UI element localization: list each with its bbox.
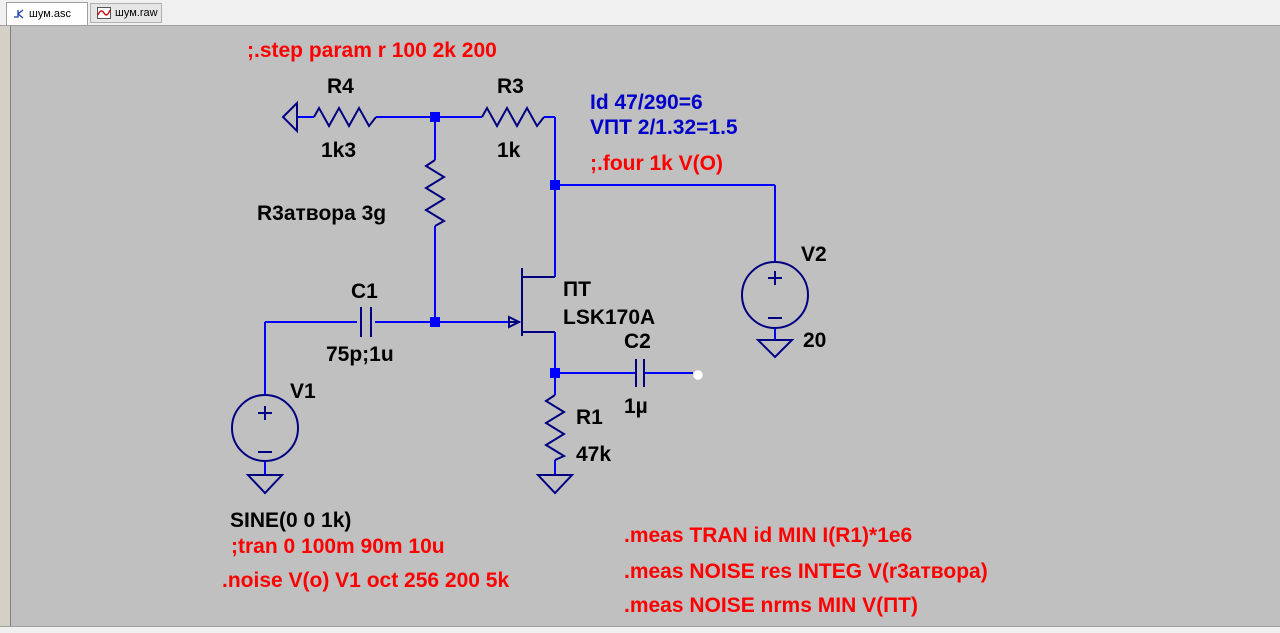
output-node[interactable] (693, 370, 703, 380)
four-directive[interactable]: ;.four 1k V(O) (590, 152, 723, 175)
ground-icon (755, 339, 795, 359)
schematic-canvas[interactable] (10, 26, 1280, 626)
wires (264, 116, 776, 475)
c1-name: C1 (351, 280, 378, 303)
meas-nrms-directive[interactable]: .meas NOISE nrms MIN V(ПТ) (624, 594, 918, 617)
c2-value: 1µ (624, 395, 648, 418)
info-vpt-comment[interactable]: VПТ 2/1.32=1.5 (590, 116, 738, 139)
status-strip (0, 626, 1280, 633)
waveform-icon (97, 7, 111, 19)
v2-name: V2 (801, 243, 827, 266)
r1-value: 47k (576, 443, 611, 466)
tran-directive[interactable]: ;tran 0 100m 90m 10u (231, 535, 445, 558)
tab-schematic[interactable]: шум.asc (6, 2, 88, 25)
junctions (430, 112, 560, 378)
capacitor-c2[interactable] (635, 359, 645, 387)
r4-value: 1k3 (321, 139, 356, 162)
rgate-label: R3атвора 3g (257, 202, 386, 225)
c1-value: 75p;1u (326, 343, 394, 366)
jfet-model: LSK170A (563, 306, 655, 329)
capacitor-c1[interactable] (360, 307, 372, 337)
meas-res-directive[interactable]: .meas NOISE res INTEG V(r3атвора) (624, 560, 988, 583)
jfet-name: ПТ (563, 278, 591, 301)
ground-icon (245, 474, 285, 495)
step-directive[interactable]: ;.step param r 100 2k 200 (247, 39, 497, 62)
v1-name: V1 (290, 380, 316, 403)
schematic-icon (14, 9, 24, 19)
voltage-source-v2[interactable] (741, 261, 809, 329)
r3-name: R3 (497, 75, 524, 98)
v2-value: 20 (803, 329, 826, 352)
resistor-rgate[interactable] (424, 159, 446, 227)
tab-waveform[interactable]: шум.raw (90, 3, 162, 23)
noise-directive[interactable]: .noise V(o) V1 oct 256 200 5k (222, 569, 509, 592)
voltage-source-v1[interactable] (231, 394, 299, 462)
r4-name: R4 (327, 75, 354, 98)
ground-icon (281, 100, 298, 134)
info-id-comment[interactable]: Id 47/290=6 (590, 91, 703, 114)
resistor-r1[interactable] (544, 394, 567, 461)
ground-icon (535, 474, 575, 495)
resistor-r3[interactable] (481, 105, 545, 129)
meas-id-directive[interactable]: .meas TRAN id MIN I(R1)*1e6 (624, 524, 912, 547)
resistor-r4[interactable] (313, 105, 377, 129)
jfet-transistor[interactable] (508, 268, 555, 336)
r3-value: 1k (497, 139, 521, 162)
r1-name: R1 (576, 406, 603, 429)
c2-name: C2 (624, 330, 651, 353)
tab-label: шум.asc (29, 8, 71, 20)
document-tab-bar: шум.asc шум.raw (0, 0, 1280, 26)
tab-label: шум.raw (115, 7, 158, 19)
v1-value: SINE(0 0 1k) (230, 509, 351, 532)
